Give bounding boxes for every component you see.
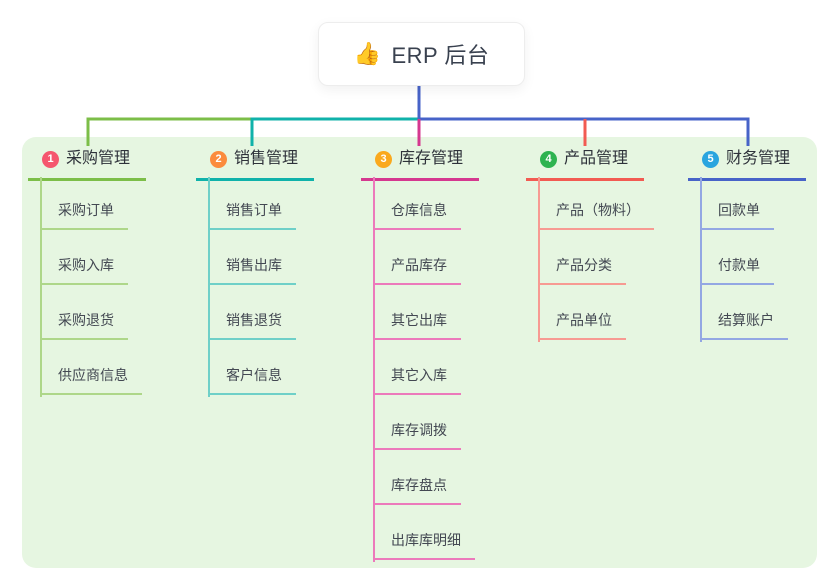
sub-item[interactable]: 付款单 <box>700 255 774 285</box>
branch-spine <box>538 177 540 342</box>
sub-item[interactable]: 仓库信息 <box>373 200 461 230</box>
root-node-label: ERP 后台 <box>391 43 490 68</box>
sub-item[interactable]: 产品库存 <box>373 255 461 285</box>
branch-spine <box>373 177 375 562</box>
branch-spine <box>700 177 702 342</box>
sub-item[interactable]: 产品（物料） <box>538 200 654 230</box>
thumbs-up-icon: 👍 <box>353 41 382 66</box>
sub-item[interactable]: 其它出库 <box>373 310 461 340</box>
sub-item[interactable]: 回款单 <box>700 200 774 230</box>
branch-title-label: 采购管理 <box>66 150 131 167</box>
sub-item[interactable]: 产品单位 <box>538 310 626 340</box>
root-node[interactable]: 👍 ERP 后台 <box>318 22 525 86</box>
branch-spine <box>40 177 42 397</box>
sub-item[interactable]: 销售退货 <box>208 310 296 340</box>
sub-item[interactable]: 库存盘点 <box>373 475 461 505</box>
sub-item[interactable]: 其它入库 <box>373 365 461 395</box>
branch-title-label: 产品管理 <box>564 150 629 167</box>
branch-title[interactable]: 5 财务管理 <box>688 148 807 181</box>
branch-title-label: 财务管理 <box>726 150 791 167</box>
sub-item[interactable]: 采购入库 <box>40 255 128 285</box>
branch-spine <box>208 177 210 397</box>
branch-title[interactable]: 1 采购管理 <box>28 148 147 181</box>
sub-item[interactable]: 结算账户 <box>700 310 788 340</box>
branch-number-badge: 5 <box>702 150 719 168</box>
mindmap-panel <box>22 137 817 568</box>
sub-item[interactable]: 客户信息 <box>208 365 296 395</box>
branch-number-badge: 3 <box>375 150 392 168</box>
sub-item[interactable]: 采购订单 <box>40 200 128 230</box>
sub-item[interactable]: 库存调拨 <box>373 420 461 450</box>
sub-item[interactable]: 产品分类 <box>538 255 626 285</box>
branch-title[interactable]: 4 产品管理 <box>526 148 645 181</box>
branch-title-label: 销售管理 <box>234 150 299 167</box>
branch-title[interactable]: 2 销售管理 <box>196 148 315 181</box>
branch-number-badge: 1 <box>42 150 59 168</box>
branch-title[interactable]: 3 库存管理 <box>361 148 480 181</box>
branch-number-badge: 4 <box>540 150 557 168</box>
sub-item[interactable]: 出库库明细 <box>373 530 475 560</box>
sub-item[interactable]: 销售订单 <box>208 200 296 230</box>
branch-number-badge: 2 <box>210 150 227 168</box>
branch-title-label: 库存管理 <box>399 150 464 167</box>
sub-item[interactable]: 采购退货 <box>40 310 128 340</box>
sub-item[interactable]: 销售出库 <box>208 255 296 285</box>
sub-item[interactable]: 供应商信息 <box>40 365 142 395</box>
